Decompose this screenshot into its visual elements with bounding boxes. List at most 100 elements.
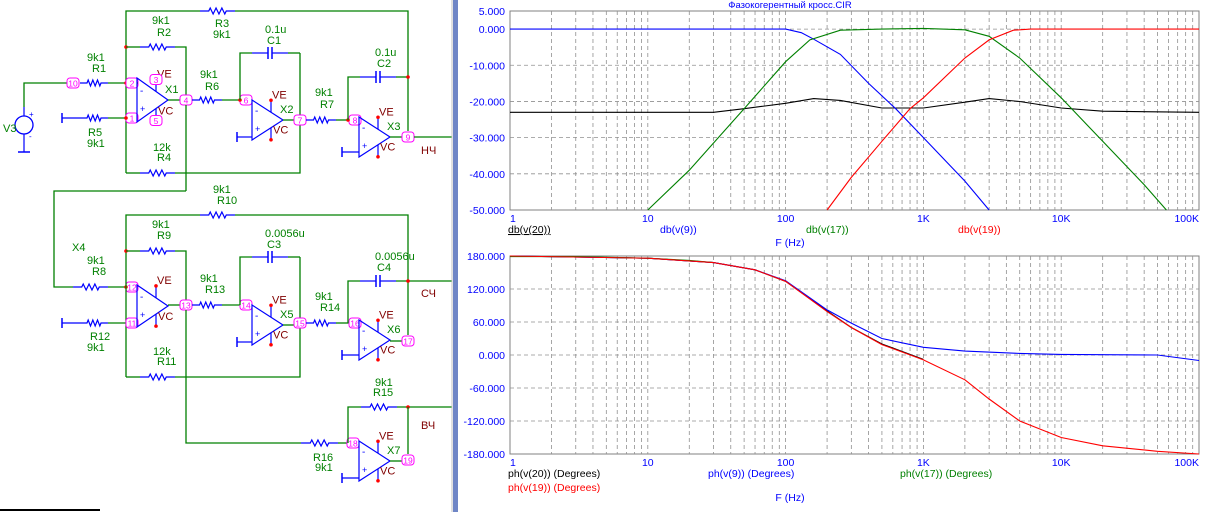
opamp-symbol	[136, 76, 170, 124]
legend-entry[interactable]: db(v(19))	[958, 224, 1001, 236]
node-n17[interactable]: 17	[401, 335, 415, 347]
resistor-r6[interactable]	[192, 95, 222, 105]
resistor-r3[interactable]	[200, 6, 235, 16]
node-n5[interactable]: 5	[149, 115, 163, 127]
node-label: 10	[68, 79, 78, 89]
resistor-r10[interactable]	[200, 210, 235, 220]
wire	[175, 250, 187, 300]
legend-entry[interactable]: db(v(9))	[660, 224, 697, 236]
node-n18[interactable]: 18	[346, 437, 360, 449]
wire	[53, 190, 186, 288]
resistor-r8[interactable]	[73, 282, 108, 292]
node-label: 19	[403, 456, 413, 466]
capacitor-c4[interactable]	[360, 275, 396, 287]
node-label: 2	[130, 79, 135, 89]
node-n12[interactable]: 12	[125, 281, 139, 293]
node-label: 13	[181, 301, 191, 311]
wire	[185, 310, 301, 444]
capacitor-c2[interactable]	[360, 71, 396, 83]
analysis-plots: 5.0000.000-10.000-20.000-30.000-40.000-5…	[464, 0, 1200, 504]
capacitor-c3[interactable]	[252, 251, 288, 263]
vc-label: VC	[158, 106, 173, 118]
node-n2[interactable]: 2	[125, 77, 139, 89]
x-tick-label: 100K	[1174, 213, 1199, 225]
junction-dot	[269, 303, 273, 308]
node-label: 9	[406, 133, 411, 143]
wire	[23, 82, 67, 107]
r14-value: 9k1	[315, 291, 333, 303]
resistor-r7[interactable]	[306, 115, 336, 125]
legend-entry[interactable]: db(v(17))	[806, 224, 849, 236]
ve-label: VE	[157, 275, 172, 287]
minus-sign: -	[362, 326, 365, 337]
resistor-symbol	[80, 318, 108, 328]
r6-value: 9k1	[200, 69, 218, 81]
legend-entry[interactable]: ph(v(19)) (Degrees)	[508, 482, 600, 494]
junction-dot	[154, 284, 158, 288]
node-n10[interactable]: 10	[66, 77, 80, 89]
r3-value: 9k1	[213, 29, 231, 41]
r11-value: 12k	[153, 346, 171, 358]
node-n9[interactable]: 9	[401, 131, 415, 143]
c3-value: 0.0056u	[265, 228, 305, 240]
legend-entry[interactable]: db(v(20))	[508, 224, 551, 236]
legend-entry[interactable]: ph(v(20)) (Degrees)	[508, 468, 600, 480]
resistor-r2[interactable]	[140, 42, 175, 52]
node-n1[interactable]: 1	[125, 112, 139, 124]
plus-sign: +	[140, 104, 145, 114]
wire	[175, 53, 301, 174]
resistor-r15[interactable]	[361, 402, 397, 412]
series-line-db-v-9-	[510, 28, 990, 211]
legend-entry[interactable]: ph(v(17)) (Degrees)	[900, 468, 992, 480]
resistor-r12[interactable]	[80, 318, 108, 328]
resistor-symbol	[140, 42, 175, 52]
resistor-r13[interactable]	[192, 300, 222, 310]
node-n3[interactable]: 3	[149, 73, 163, 85]
resistor-r4[interactable]	[140, 168, 175, 178]
x-axis-label: F (Hz)	[775, 237, 804, 249]
resistor-r16[interactable]	[301, 438, 338, 448]
resistor-r5[interactable]	[80, 113, 108, 123]
r9-value: 9k1	[152, 219, 170, 231]
node-n13[interactable]: 13	[179, 299, 193, 311]
node-n7[interactable]: 7	[293, 114, 307, 126]
resistor-r14[interactable]	[306, 318, 336, 328]
junction-dot	[154, 324, 158, 328]
schematic-view[interactable]: +-V3109k1R1R39k19k1R221R59k1-+VEVCX13541…	[3, 6, 452, 483]
node-n6[interactable]: 6	[239, 94, 253, 106]
ve-label: VE	[272, 89, 287, 101]
resistor-r11[interactable]	[140, 372, 175, 382]
capacitor-c1[interactable]	[252, 47, 288, 59]
node-n14[interactable]: 14	[239, 299, 253, 311]
node-label: 18	[348, 439, 358, 449]
ve-label: VE	[379, 309, 394, 321]
node-n4[interactable]: 4	[179, 94, 193, 106]
y-tick-label: -120.000	[464, 416, 506, 428]
c3-ref: C3	[267, 239, 281, 251]
series-line-db-v-17-	[647, 27, 1167, 211]
node-label: 8	[353, 116, 358, 126]
r4-ref: R4	[157, 152, 171, 164]
legend-entry[interactable]: ph(v(9)) (Degrees)	[708, 468, 794, 480]
resistor-symbol	[306, 318, 336, 328]
node-n19[interactable]: 19	[401, 454, 415, 466]
node-n15[interactable]: 15	[293, 317, 307, 329]
resistor-r1[interactable]	[80, 78, 108, 88]
r15-ref: R15	[373, 387, 393, 399]
splitter-bar[interactable]	[453, 0, 458, 512]
node-n11[interactable]: 11	[125, 317, 139, 329]
plus-sign: +	[362, 141, 367, 151]
y-tick-label: 60.000	[473, 317, 505, 329]
node-label: 5	[154, 116, 159, 126]
resistor-r9[interactable]	[140, 246, 175, 256]
node-label: 1	[130, 114, 135, 124]
y-tick-label: -60.000	[469, 383, 505, 395]
node-n16[interactable]: 16	[348, 317, 362, 329]
